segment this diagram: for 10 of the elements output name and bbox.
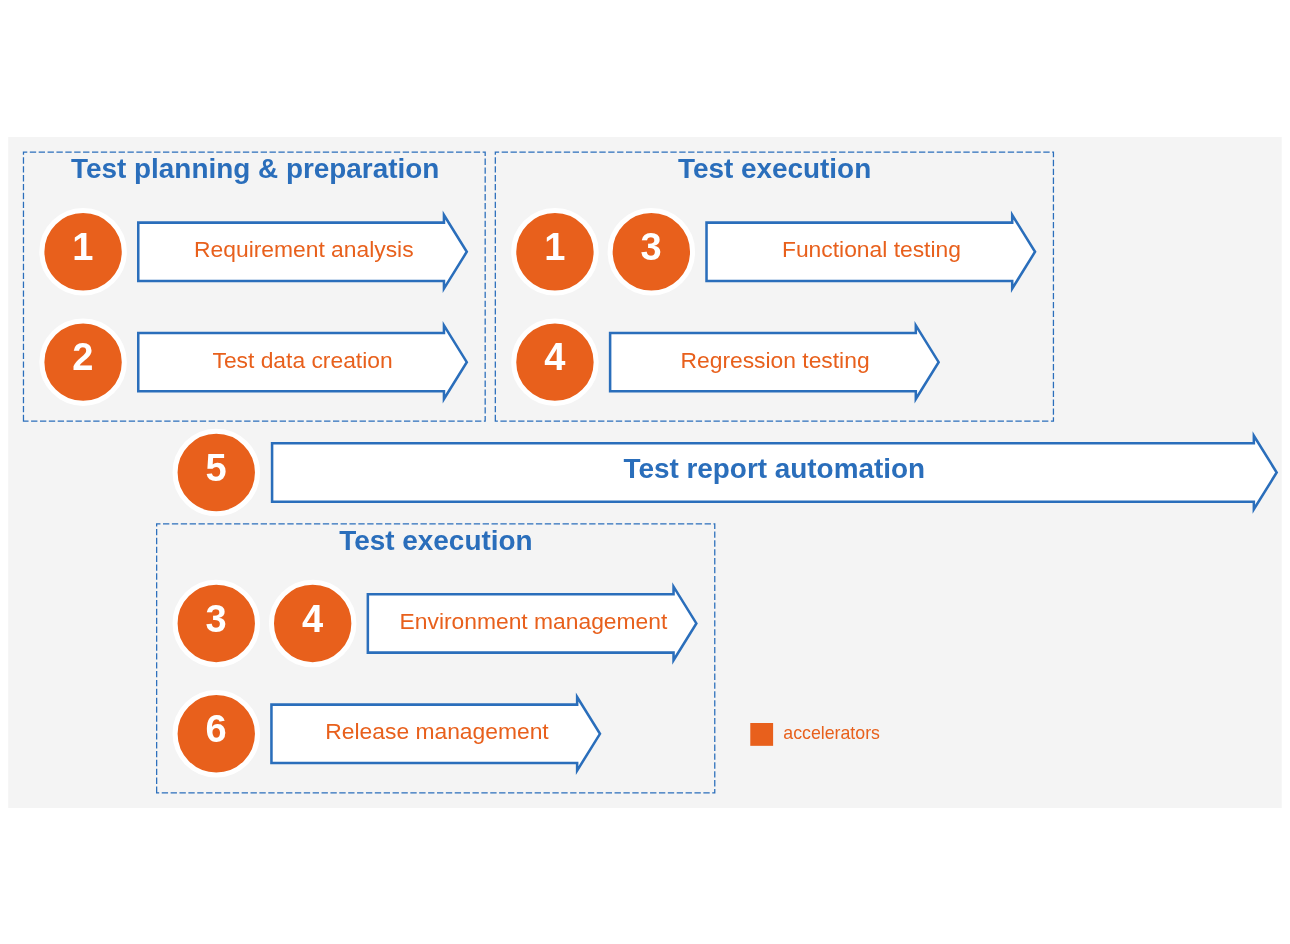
- node-circle: 2: [39, 317, 127, 406]
- node-circle: 5: [172, 428, 261, 516]
- node-circle: 3: [172, 579, 261, 667]
- node-circle: 4: [511, 317, 599, 406]
- node-circle: 1: [511, 207, 599, 296]
- legend-label: accelerators: [783, 722, 880, 743]
- node-circle: 1: [39, 207, 127, 296]
- node-circle: 6: [172, 689, 261, 778]
- node-circle: 4: [268, 579, 357, 667]
- node-circle: 3: [607, 207, 696, 296]
